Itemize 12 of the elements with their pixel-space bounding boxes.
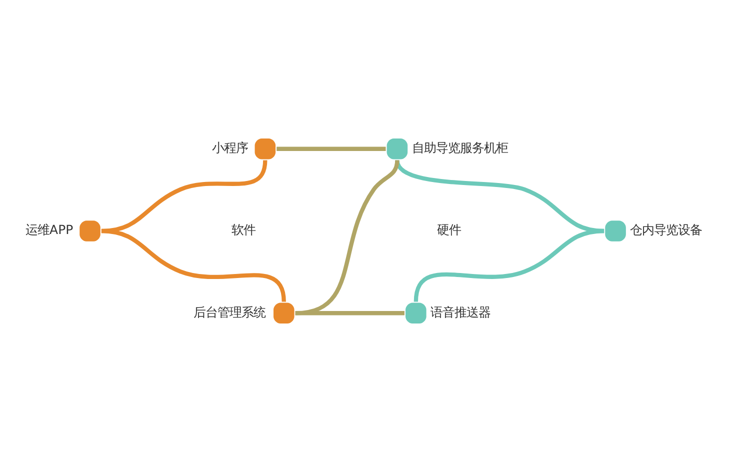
node-label: 语音推送器 [430, 304, 490, 320]
node-label: 运维APP [26, 222, 74, 238]
connector [101, 228, 286, 302]
node-label: 后台管理系统 [193, 304, 266, 320]
connector [276, 146, 386, 151]
node-label: 自助导览服务机柜 [412, 140, 508, 156]
connector [295, 311, 404, 316]
label: 硬件 [437, 222, 462, 238]
node-label: 小程序 [212, 140, 248, 156]
node-label: 仓内导览设备 [630, 222, 702, 238]
connector [414, 228, 604, 302]
label: 软件 [231, 222, 256, 238]
